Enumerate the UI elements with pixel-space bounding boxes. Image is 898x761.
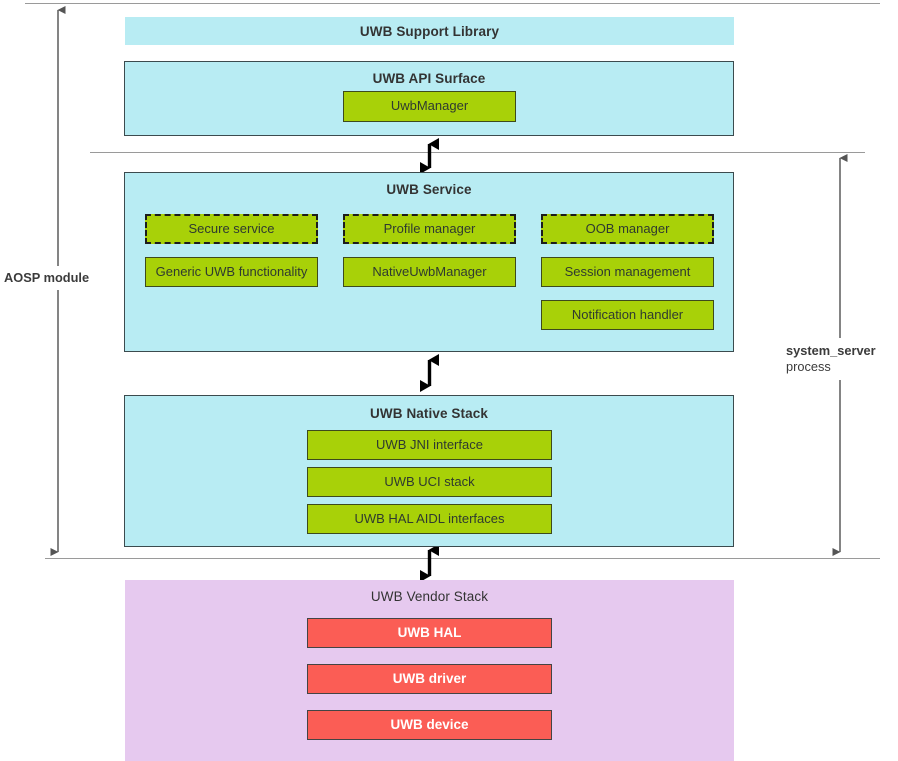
component-uwb-driver[interactable]: UWB driver (307, 664, 552, 694)
layer-native-stack-title: UWB Native Stack (370, 406, 488, 421)
layer-uwb-service-title: UWB Service (386, 182, 472, 197)
layer-vendor-stack-title: UWB Vendor Stack (370, 589, 489, 604)
component-uwb-manager[interactable]: UwbManager (343, 91, 516, 122)
component-notification-handler-label: Notification handler (571, 306, 684, 322)
component-uwb-hal-label: UWB HAL (397, 624, 462, 640)
component-session-management[interactable]: Session management (541, 257, 714, 287)
layer-api-surface-title: UWB API Surface (372, 71, 486, 86)
component-profile-manager[interactable]: Profile manager (343, 214, 516, 244)
component-uwb-device-label: UWB device (390, 716, 469, 732)
system-server-text: system_server (786, 343, 876, 358)
component-generic-uwb-functionality-label: Generic UWB functionality (155, 263, 308, 279)
component-session-management-label: Session management (564, 263, 691, 279)
layer-api-surface: UWB API Surface (124, 61, 734, 136)
component-oob-manager[interactable]: OOB manager (541, 214, 714, 244)
boundary-rule-bottom (45, 558, 880, 560)
component-uwb-uci-stack[interactable]: UWB UCI stack (307, 467, 552, 497)
component-uwb-driver-label: UWB driver (392, 670, 467, 686)
component-uwb-manager-label: UwbManager (390, 98, 469, 114)
component-generic-uwb-functionality[interactable]: Generic UWB functionality (145, 257, 318, 287)
component-secure-service[interactable]: Secure service (145, 214, 318, 244)
component-uwb-hal-aidl-interfaces[interactable]: UWB HAL AIDL interfaces (307, 504, 552, 534)
component-uwb-device[interactable]: UWB device (307, 710, 552, 740)
component-notification-handler[interactable]: Notification handler (541, 300, 714, 330)
component-uwb-hal-aidl-interfaces-label: UWB HAL AIDL interfaces (354, 510, 505, 526)
component-uwb-uci-stack-label: UWB UCI stack (384, 473, 475, 489)
component-native-uwb-manager-label: NativeUwbManager (372, 263, 487, 279)
component-profile-manager-label: Profile manager (383, 220, 476, 236)
layer-support-library-title: UWB Support Library (359, 24, 500, 39)
component-native-uwb-manager[interactable]: NativeUwbManager (343, 257, 516, 287)
component-oob-manager-label: OOB manager (585, 220, 670, 236)
system-server-subtext: process (786, 358, 831, 374)
layer-support-library: UWB Support Library (125, 17, 734, 45)
boundary-rule-top (25, 3, 880, 5)
aosp-module-text: AOSP module (4, 270, 90, 285)
component-uwb-jni-interface-label: UWB JNI interface (376, 436, 483, 452)
component-uwb-jni-interface[interactable]: UWB JNI interface (307, 430, 552, 460)
component-secure-service-label: Secure service (188, 220, 275, 236)
label-aosp-module: AOSP module (4, 270, 89, 286)
label-system-server: system_server process (786, 343, 876, 375)
boundary-rule-middle (90, 152, 865, 154)
component-uwb-hal[interactable]: UWB HAL (307, 618, 552, 648)
